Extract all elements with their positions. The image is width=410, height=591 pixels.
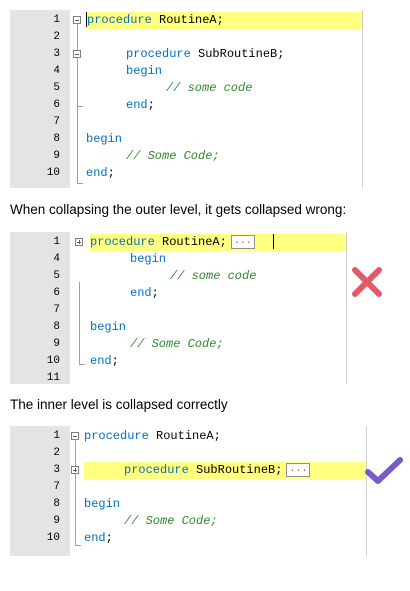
line-number-gutter — [10, 426, 70, 556]
fold-toggle-collapsed[interactable] — [71, 466, 79, 474]
text-caret — [86, 12, 87, 28]
code-comment: // some code — [166, 81, 253, 95]
code-line[interactable]: 6 end; — [10, 97, 362, 114]
line-number: 11 — [46, 372, 60, 384]
collapsed-ellipsis-button[interactable]: ... — [286, 462, 311, 477]
line-number: 4 — [53, 65, 60, 77]
code-line[interactable]: 4 begin — [10, 63, 362, 80]
code-text: begin — [90, 320, 127, 334]
code-text: end; — [126, 98, 155, 112]
code-line[interactable]: 3 procedure SubRoutineB;... — [10, 462, 366, 479]
fold-margin — [74, 232, 86, 384]
line-number: 7 — [53, 116, 60, 128]
code-line[interactable]: 5 // some code — [10, 80, 362, 97]
code-line[interactable]: 7 — [10, 479, 366, 496]
code-comment: // Some Code; — [126, 149, 220, 163]
code-line[interactable]: 5 // some code — [10, 268, 346, 285]
code-text: end; — [130, 286, 159, 300]
code-line[interactable]: 10 end; — [10, 165, 362, 182]
line-number: 9 — [53, 338, 60, 350]
code-comment: // some code — [170, 269, 257, 283]
line-number: 10 — [46, 355, 60, 367]
code-editor-outer-collapsed: 1 procedure RoutineA;... 4 begin 5 // so… — [10, 232, 347, 384]
line-number: 9 — [53, 150, 60, 162]
code-text: end; — [86, 166, 115, 180]
line-number: 5 — [53, 270, 60, 282]
code-line[interactable]: 9 // Some Code; — [10, 336, 346, 353]
line-number: 1 — [53, 236, 60, 248]
code-line[interactable]: 3 procedure SubRoutineB; — [10, 46, 362, 63]
cross-icon — [352, 267, 382, 297]
code-line[interactable]: 7 — [10, 114, 362, 131]
line-number: 1 — [53, 14, 60, 26]
code-line[interactable]: 10 end; — [10, 530, 366, 547]
line-number: 8 — [53, 498, 60, 510]
code-line[interactable]: 6 end; — [10, 285, 346, 302]
code-line[interactable]: 9 // Some Code; — [10, 513, 366, 530]
code-text: procedure RoutineA; — [86, 12, 362, 29]
code-line[interactable]: 10 end; — [10, 353, 346, 370]
fold-toggle[interactable] — [73, 50, 81, 58]
line-number: 10 — [46, 167, 60, 179]
caption-correct: The inner level is collapsed correctly — [10, 397, 228, 412]
fold-toggle[interactable] — [71, 432, 79, 440]
line-number: 8 — [53, 133, 60, 145]
code-line[interactable]: 9 // Some Code; — [10, 148, 362, 165]
line-number: 1 — [53, 430, 60, 442]
code-text: begin — [126, 64, 163, 78]
line-number: 4 — [53, 253, 60, 265]
line-number: 7 — [53, 481, 60, 493]
code-text: procedure RoutineA; — [84, 429, 221, 443]
line-number: 9 — [53, 515, 60, 527]
line-number: 3 — [53, 464, 60, 476]
fold-toggle[interactable] — [73, 16, 81, 24]
code-comment: // Some Code; — [124, 514, 218, 528]
line-number: 3 — [53, 48, 60, 60]
code-line[interactable]: 8 begin — [10, 319, 346, 336]
line-number: 2 — [53, 31, 60, 43]
code-text: end; — [84, 531, 113, 545]
code-line[interactable]: 4 begin — [10, 251, 346, 268]
text-caret — [272, 234, 274, 250]
code-text: end; — [90, 354, 119, 368]
code-line[interactable]: 8 begin — [10, 131, 362, 148]
code-line[interactable]: 8 begin — [10, 496, 366, 513]
code-text: procedure SubRoutineB;... — [84, 462, 366, 479]
line-number: 8 — [53, 321, 60, 333]
code-line[interactable]: 11 — [10, 370, 346, 384]
checkmark-icon — [365, 457, 403, 484]
code-editor-inner-collapsed: 1 procedure RoutineA; 2 3 procedure SubR… — [10, 426, 367, 556]
code-text: procedure SubRoutineB; — [126, 47, 285, 61]
code-line[interactable]: 2 — [10, 29, 362, 46]
code-text: begin — [86, 132, 123, 146]
line-number: 6 — [53, 287, 60, 299]
line-number: 10 — [46, 532, 60, 544]
code-line[interactable]: 7 — [10, 302, 346, 319]
code-line[interactable]: 2 — [10, 445, 366, 462]
code-line[interactable]: 1 procedure RoutineA; — [10, 428, 366, 445]
caption-wrong: When collapsing the outer level, it gets… — [10, 202, 347, 217]
code-editor-original: 1 procedure RoutineA; 2 3 procedure SubR… — [10, 10, 363, 188]
line-number-gutter — [10, 232, 70, 384]
line-number: 7 — [53, 304, 60, 316]
line-number: 6 — [53, 99, 60, 111]
line-number-gutter — [10, 10, 70, 188]
line-number: 5 — [53, 82, 60, 94]
fold-margin — [70, 426, 82, 556]
code-line[interactable]: 1 procedure RoutineA;... — [10, 234, 346, 251]
code-text: begin — [130, 252, 167, 266]
code-line[interactable]: 1 procedure RoutineA; — [10, 12, 362, 29]
code-text: begin — [84, 497, 121, 511]
code-comment: // Some Code; — [130, 337, 224, 351]
fold-toggle-collapsed[interactable] — [75, 238, 83, 246]
collapsed-ellipsis-button[interactable]: ... — [230, 234, 255, 249]
code-text: procedure RoutineA;... — [90, 234, 346, 251]
line-number: 2 — [53, 447, 60, 459]
